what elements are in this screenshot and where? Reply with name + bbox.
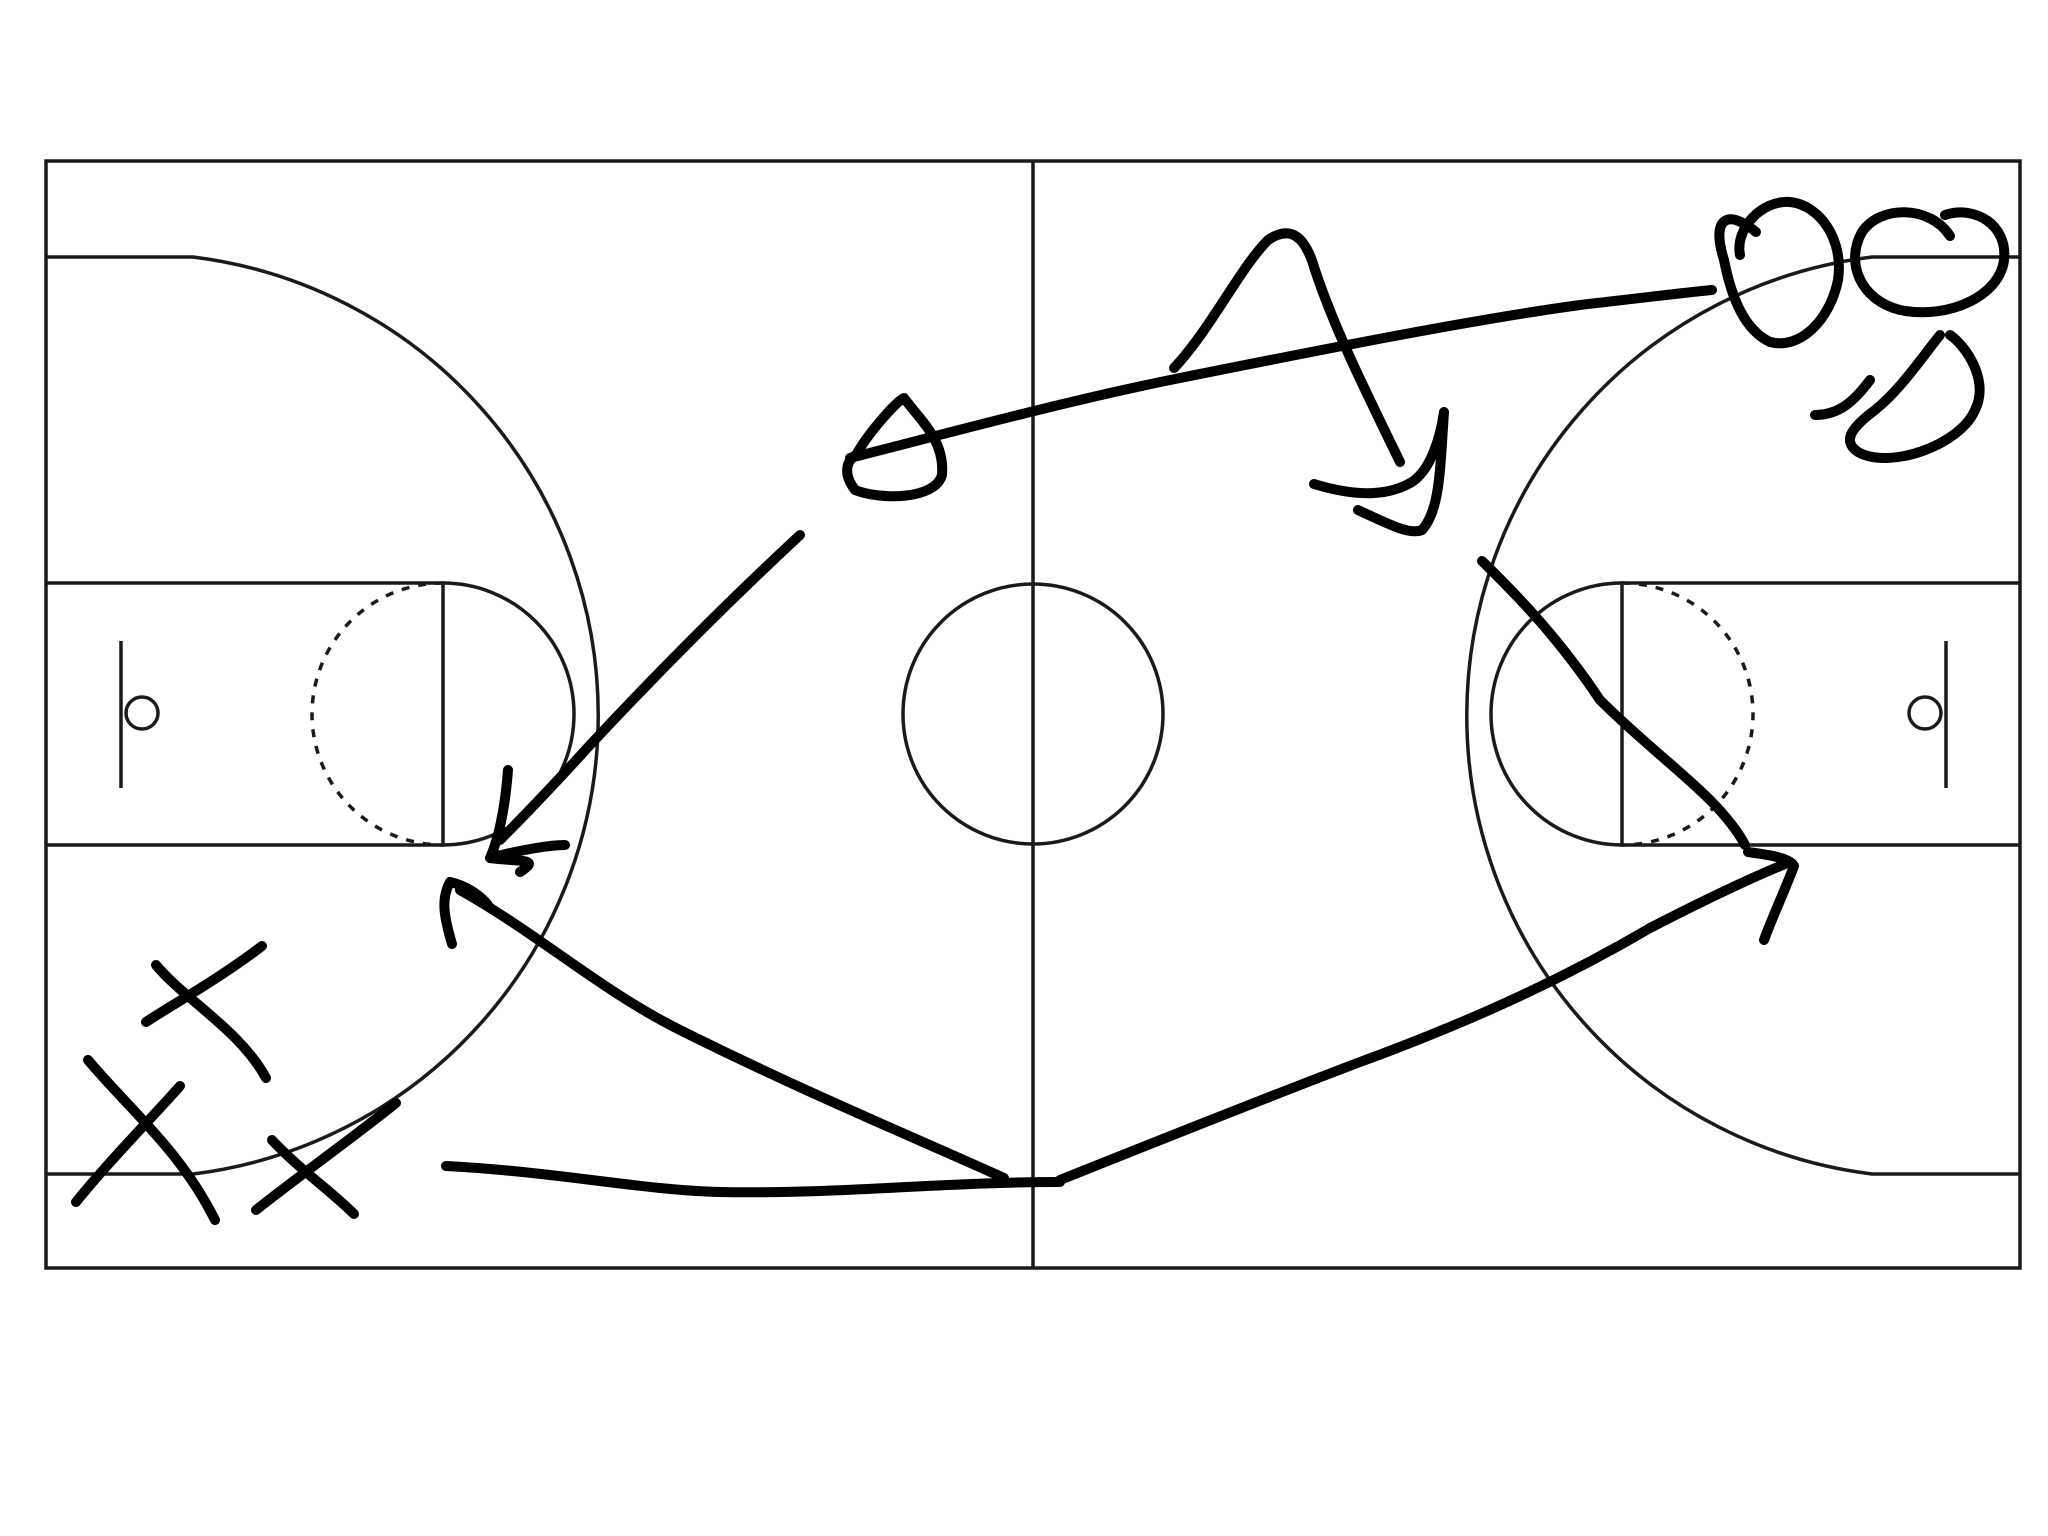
dribble-arrow (495, 530, 805, 845)
left-free-throw-arc-dashed (310, 581, 444, 847)
pass-line (845, 285, 1717, 463)
left-basket (124, 695, 160, 731)
right-half-court (1465, 255, 2020, 1176)
defender-x-mark (251, 1098, 401, 1219)
center-circle (901, 582, 1165, 846)
cut-arrow-zigzag (1169, 228, 1405, 467)
right-three-point-line (1465, 255, 2020, 1176)
baseline-cut-line (441, 1161, 1065, 1198)
defender-x-mark (71, 1055, 220, 1225)
defender-x-mark (141, 941, 271, 1083)
left-half-court (46, 255, 600, 1176)
cut-arrowhead (1309, 407, 1449, 537)
dribble-arrowhead (485, 765, 570, 877)
handwritten-label-08 (1714, 196, 2010, 463)
basketball-court (44, 159, 2022, 1270)
screen-arrow (455, 885, 1009, 1183)
screen-arrowhead (439, 877, 493, 949)
left-key (46, 581, 445, 847)
right-free-throw-arc-dashed (1621, 581, 1755, 847)
right-free-throw-arc (1489, 581, 1623, 847)
right-key (1620, 581, 2020, 847)
wing-arrowhead (1743, 847, 1799, 945)
right-cut-line (1477, 556, 1750, 850)
play-annotations (71, 196, 2010, 1225)
left-three-point-line (46, 255, 600, 1176)
wing-arrow (1055, 857, 1795, 1185)
right-basket (1907, 695, 1943, 731)
offensive-player-triangle (842, 393, 948, 502)
